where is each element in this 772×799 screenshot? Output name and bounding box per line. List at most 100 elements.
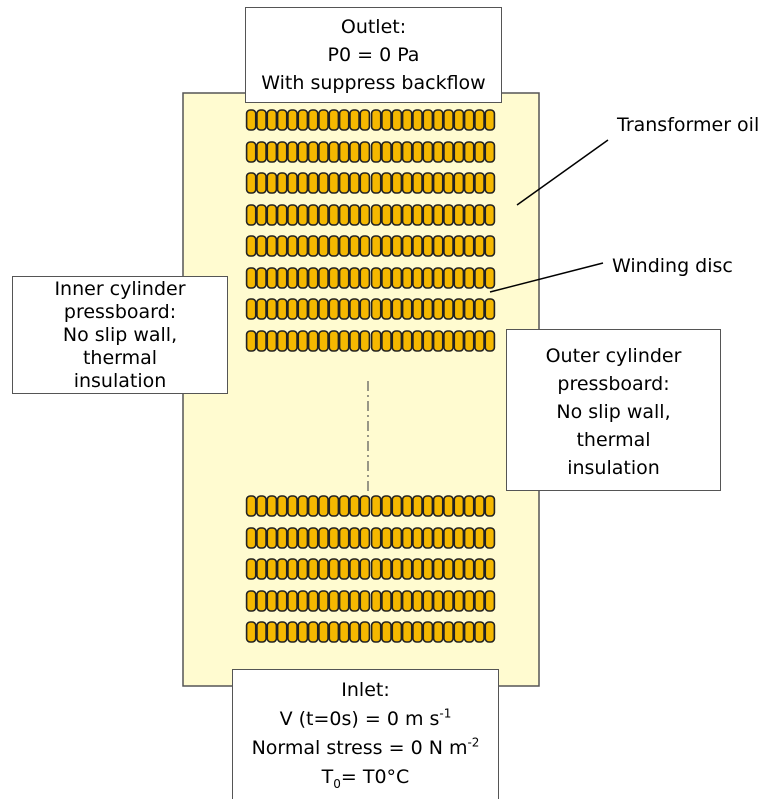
outer-cylinder-line: thermal [576, 429, 651, 451]
winding-conductor [453, 109, 465, 131]
winding-conductor [453, 298, 465, 320]
winding-conductor [474, 235, 485, 257]
winding-conductor [349, 590, 360, 612]
winding-conductor [432, 298, 444, 320]
winding-disc-leader [489, 262, 604, 293]
winding-conductor [287, 141, 298, 163]
winding-conductor [381, 330, 392, 352]
winding-conductor [443, 141, 454, 163]
inlet-boundary-box: Inlet: V (t=0s) = 0 m s-1 Normal stress … [232, 669, 499, 799]
winding-conductor [463, 235, 475, 257]
winding-conductor [328, 109, 340, 131]
winding-conductor [432, 621, 444, 643]
winding-conductor [391, 495, 403, 517]
winding-conductor [328, 298, 340, 320]
winding-conductor [297, 204, 309, 226]
winding-conductor [484, 172, 496, 194]
winding-conductor [463, 621, 475, 643]
winding-conductor [381, 235, 392, 257]
winding-conductor [276, 298, 288, 320]
winding-conductor [328, 141, 340, 163]
winding-conductor [422, 495, 434, 517]
winding-conductor [412, 527, 423, 549]
winding-conductor [401, 495, 413, 517]
winding-conductor [359, 621, 371, 643]
winding-conductor [245, 204, 257, 226]
winding-conductor [484, 621, 496, 643]
inlet-velocity-text: V (t=0s) = 0 m s [279, 708, 440, 730]
winding-conductor [287, 330, 298, 352]
winding-conductor [297, 172, 309, 194]
winding-conductor [422, 527, 434, 549]
winding-conductor [453, 267, 465, 289]
winding-conductor [391, 204, 403, 226]
winding-conductor [276, 204, 288, 226]
winding-conductor [338, 267, 350, 289]
winding-conductor [412, 495, 423, 517]
winding-conductor [453, 495, 465, 517]
winding-conductor [484, 204, 496, 226]
winding-conductor [391, 590, 403, 612]
winding-conductor [370, 267, 382, 289]
winding-conductor [391, 298, 403, 320]
winding-conductor [370, 330, 382, 352]
inlet-title: Inlet: [341, 679, 390, 701]
inner-cylinder-line: insulation [73, 370, 167, 392]
winding-conductor [245, 235, 257, 257]
winding-conductor [370, 235, 382, 257]
winding-conductor [256, 267, 267, 289]
winding-conductor [276, 621, 288, 643]
winding-conductor [422, 298, 434, 320]
winding-conductor [412, 558, 423, 580]
winding-conductor [401, 330, 413, 352]
winding-conductor [463, 141, 475, 163]
winding-conductor [256, 495, 267, 517]
winding-conductor [338, 141, 350, 163]
winding-conductor [266, 204, 278, 226]
winding-conductor [276, 235, 288, 257]
winding-conductor [391, 172, 403, 194]
winding-conductor [245, 141, 257, 163]
winding-conductor [401, 527, 413, 549]
winding-conductor [245, 298, 257, 320]
winding-conductor [370, 558, 382, 580]
winding-conductor [401, 109, 413, 131]
winding-conductor [307, 267, 319, 289]
winding-conductor [328, 235, 340, 257]
winding-conductor [391, 235, 403, 257]
winding-conductor [463, 330, 475, 352]
winding-conductor [401, 141, 413, 163]
winding-conductor [443, 235, 454, 257]
winding-conductor [432, 204, 444, 226]
winding-conductor [276, 590, 288, 612]
winding-conductor [401, 267, 413, 289]
winding-conductor [256, 298, 267, 320]
winding-conductor [432, 330, 444, 352]
winding-conductor [412, 590, 423, 612]
winding-conductor [359, 495, 371, 517]
winding-conductor [391, 527, 403, 549]
winding-conductor [474, 330, 485, 352]
winding-conductor [245, 172, 257, 194]
winding-conductor [256, 204, 267, 226]
winding-conductor [307, 204, 319, 226]
winding-conductor [256, 527, 267, 549]
winding-conductor [307, 172, 319, 194]
winding-conductor [287, 109, 298, 131]
winding-conductor [370, 298, 382, 320]
winding-conductor [484, 527, 496, 549]
winding-conductor [370, 527, 382, 549]
inlet-temp-symbol: T [321, 766, 334, 788]
winding-conductor [474, 204, 485, 226]
winding-conductor [359, 109, 371, 131]
winding-conductor [318, 172, 329, 194]
inlet-stress-text: Normal stress = 0 N m [251, 737, 468, 759]
winding-conductor [391, 330, 403, 352]
winding-conductor [359, 235, 371, 257]
winding-conductor [453, 204, 465, 226]
winding-conductor [453, 141, 465, 163]
inner-cylinder-box: Inner cylinder pressboard: No slip wall,… [12, 276, 228, 394]
winding-conductor [266, 235, 278, 257]
winding-conductor [453, 235, 465, 257]
